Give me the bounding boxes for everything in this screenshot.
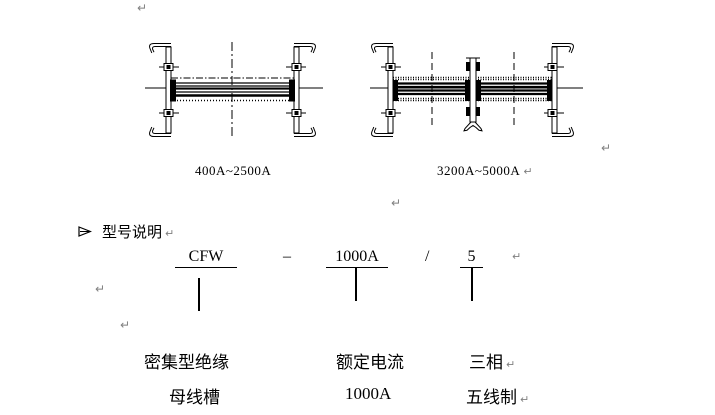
leader-line-prefix <box>198 278 200 311</box>
legend-current-line1: 额定电流 <box>336 353 404 373</box>
paragraph-mark-icon: ↵ <box>391 196 402 210</box>
section-heading: 型号说明↵ <box>102 221 174 242</box>
paragraph-mark-icon: ↵ <box>120 318 131 332</box>
legend-phase-line2: 五线制 <box>466 388 517 408</box>
bullet-arrow-icon <box>78 226 92 237</box>
paragraph-mark-icon: ↵ <box>95 282 106 296</box>
legend-phase-line2-row: 五线制↵ <box>466 383 529 408</box>
paragraph-mark-icon: ↵ <box>165 227 175 240</box>
large-range-label: 3200A~5000A <box>437 163 521 178</box>
model-code-phase: 5 <box>460 248 483 268</box>
legend-phase-line1: 三相 <box>469 353 503 373</box>
leader-line-phase <box>471 267 473 301</box>
model-code-prefix: CFW <box>175 248 237 268</box>
paragraph-mark-icon: ↵ <box>506 358 516 371</box>
model-code-slash: / <box>425 248 430 265</box>
paragraph-mark-icon: ↵ <box>512 250 522 263</box>
legend-prefix-line1: 密集型绝缘 <box>144 353 229 373</box>
legend-prefix-line2: 母线槽 <box>169 388 220 408</box>
legend-phase-line1-row: 三相↵ <box>469 348 515 373</box>
busway-section-small-diagram <box>145 42 323 137</box>
paragraph-mark-icon: ↵ <box>523 165 534 178</box>
busway-section-large-diagram <box>370 43 583 137</box>
large-range-label-row: 3200A~5000A↵ <box>437 163 533 179</box>
small-range-label: 400A~2500A <box>195 163 272 178</box>
paragraph-mark-icon: ↵ <box>601 141 612 155</box>
paragraph-mark-icon: ↵ <box>137 1 148 15</box>
leader-line-current <box>355 267 357 301</box>
paragraph-mark-icon: ↵ <box>520 393 530 406</box>
legend-current-line2: 1000A <box>345 384 392 403</box>
model-code-dash: – <box>283 248 291 265</box>
section-title: 型号说明 <box>102 223 163 241</box>
model-code-current: 1000A <box>326 248 388 268</box>
